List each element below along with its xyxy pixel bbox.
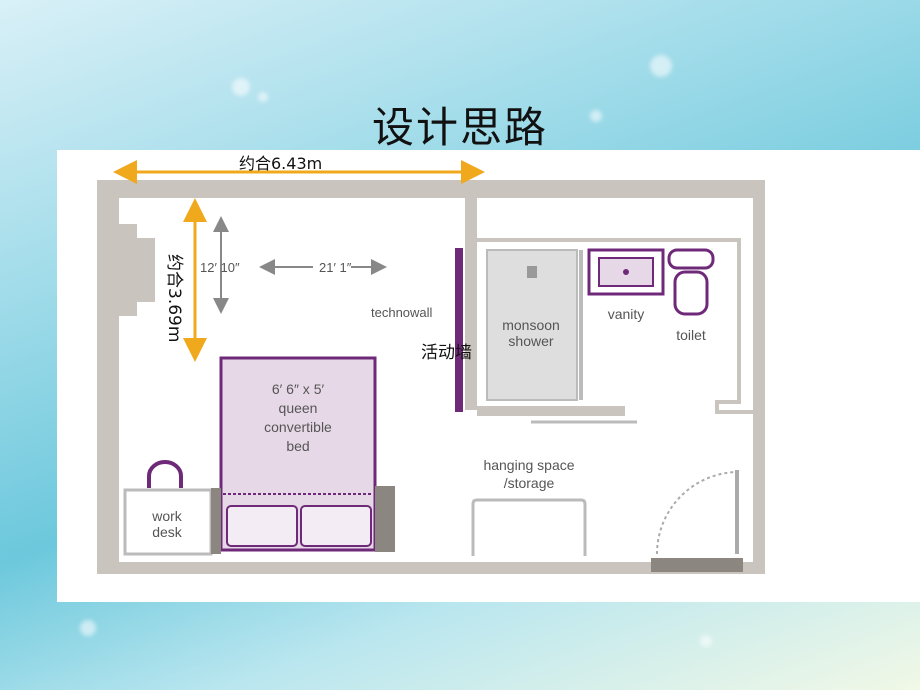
desk-label-1: work xyxy=(151,508,183,524)
bed-pillow-left xyxy=(226,505,298,547)
storage-label-1: hanging space xyxy=(483,457,574,473)
toilet-bowl xyxy=(673,270,709,316)
shower-head xyxy=(527,266,537,278)
vanity-label: vanity xyxy=(608,306,645,322)
bed-pillow-right xyxy=(300,505,372,547)
desk-chair xyxy=(147,460,183,488)
floor-plan: 约合6.43m 约合3.69m 12′ 10″ 21′ 1″ technowal… xyxy=(57,150,920,602)
storage-label-2: /storage xyxy=(504,475,555,491)
toilet-tank xyxy=(667,248,715,270)
storage-unit xyxy=(471,498,587,556)
overall-height-label: 约合3.69m xyxy=(164,254,184,342)
desk-side-shadow xyxy=(211,488,221,554)
background-bokeh xyxy=(590,110,602,122)
bed-side-shadow xyxy=(375,486,395,552)
technowall-cn-label: 活动墙 xyxy=(421,343,472,363)
work-desk xyxy=(123,488,213,556)
vanity-drain xyxy=(623,269,629,275)
background-bokeh xyxy=(650,55,672,77)
technowall-label: technowall xyxy=(371,305,433,320)
bathroom-wall xyxy=(477,238,753,414)
technowall xyxy=(455,248,463,412)
bathroom-lower-wall xyxy=(477,406,625,416)
slide-title: 设计思路 xyxy=(371,103,548,152)
bed-label-3: convertible xyxy=(264,419,332,435)
bed-label-1: 6′ 6″ x 5′ xyxy=(272,381,325,397)
inner-height-label: 12′ 10″ xyxy=(200,260,240,275)
entry-threshold xyxy=(651,558,743,572)
bath-divider-wall xyxy=(465,198,477,410)
background-bokeh xyxy=(258,92,268,102)
background-bokeh xyxy=(700,635,712,647)
bed-label-2: queen xyxy=(279,400,318,416)
overall-width-label: 约合6.43m xyxy=(239,154,322,173)
left-wall-notch xyxy=(119,224,155,316)
shower-label-2: shower xyxy=(508,333,553,349)
background-bokeh xyxy=(232,78,250,96)
shower-label-1: monsoon xyxy=(502,317,560,333)
desk-label-2: desk xyxy=(152,524,183,540)
background-bokeh xyxy=(80,620,96,636)
toilet-label: toilet xyxy=(676,327,706,343)
inner-width-label: 21′ 1″ xyxy=(319,260,352,275)
entry-door-swing xyxy=(656,471,738,555)
floor-plan-diagram: 约合6.43m 约合3.69m 12′ 10″ 21′ 1″ technowal… xyxy=(97,154,765,574)
bed-label-4: bed xyxy=(286,438,309,454)
